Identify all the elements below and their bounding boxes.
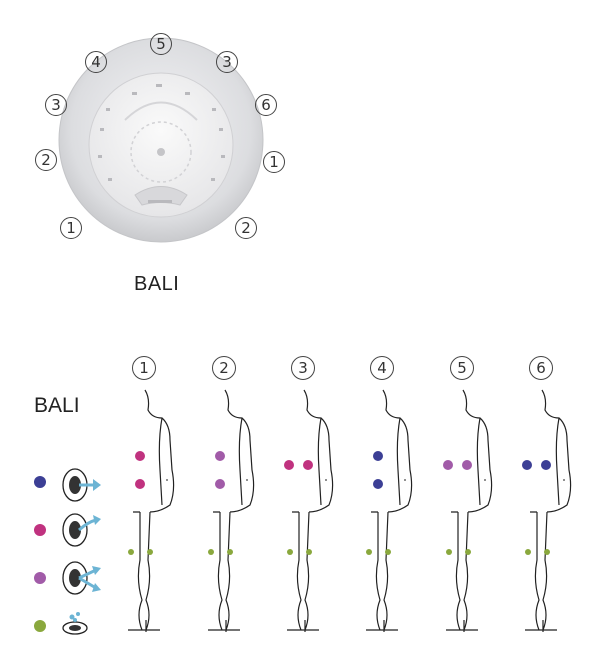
straight-jet-icon: [62, 468, 101, 502]
jet-dot: [303, 460, 313, 470]
body-outline: [366, 389, 413, 632]
air-dot: [128, 549, 134, 555]
position-number-3: 3: [291, 356, 315, 380]
seat-figure-2: [208, 389, 255, 632]
seat-number-1-right: 1: [263, 151, 285, 173]
legend-dot-air: [34, 620, 46, 632]
air-dot: [208, 549, 214, 555]
body-outline: [287, 389, 334, 632]
body-outline: [446, 389, 493, 632]
hot-tub-top-view: [58, 37, 264, 243]
legend-dot-straight: [34, 476, 46, 488]
air-dot: [227, 549, 233, 555]
position-number-5: 5: [450, 356, 474, 380]
jet-dot: [215, 451, 225, 461]
air-dot: [287, 549, 293, 555]
curved-jet-icon: [62, 513, 101, 547]
seat-number-5: 5: [150, 33, 172, 55]
jet-dot: [443, 460, 453, 470]
air-dot: [385, 549, 391, 555]
position-number-4: 4: [370, 356, 394, 380]
jet-dot: [135, 451, 145, 461]
air-dot: [147, 549, 153, 555]
jet-dot: [522, 460, 532, 470]
seat-number-1-left: 1: [60, 217, 82, 239]
seat-figure-4: [366, 389, 413, 632]
jet-dot: [215, 479, 225, 489]
air-dot: [306, 549, 312, 555]
air-bubble-icon: [62, 612, 88, 635]
position-number-2: 2: [212, 356, 236, 380]
position-number-1: 1: [132, 356, 156, 380]
body-outline: [208, 389, 255, 632]
tub-name-label: BALI: [134, 273, 180, 295]
seat-figure-1: [128, 389, 175, 632]
legend-dot-curved: [34, 524, 46, 536]
jet-dot: [462, 460, 472, 470]
split-jet-icon: [62, 561, 101, 595]
body-outline: [128, 389, 175, 632]
seat-number-2-left: 2: [35, 149, 57, 171]
seat-figure-5: [443, 389, 493, 632]
air-dot: [446, 549, 452, 555]
seat-figure-3: [284, 389, 334, 632]
jet-dot: [135, 479, 145, 489]
air-dot: [525, 549, 531, 555]
air-dot: [465, 549, 471, 555]
air-dot: [544, 549, 550, 555]
seat-number-3-right: 3: [216, 51, 238, 73]
seat-number-3-left: 3: [45, 94, 67, 116]
legend-dot-split: [34, 572, 46, 584]
seat-number-6: 6: [255, 94, 277, 116]
jet-dot: [284, 460, 294, 470]
seat-figure-6: [522, 389, 572, 632]
jet-dot: [373, 479, 383, 489]
air-dot: [366, 549, 372, 555]
seat-number-4: 4: [85, 51, 107, 73]
jet-dot: [373, 451, 383, 461]
jet-dot: [541, 460, 551, 470]
legend-title: BALI: [34, 394, 80, 417]
seat-number-2-right: 2: [235, 217, 257, 239]
body-outline: [525, 389, 572, 632]
position-number-6: 6: [529, 356, 553, 380]
